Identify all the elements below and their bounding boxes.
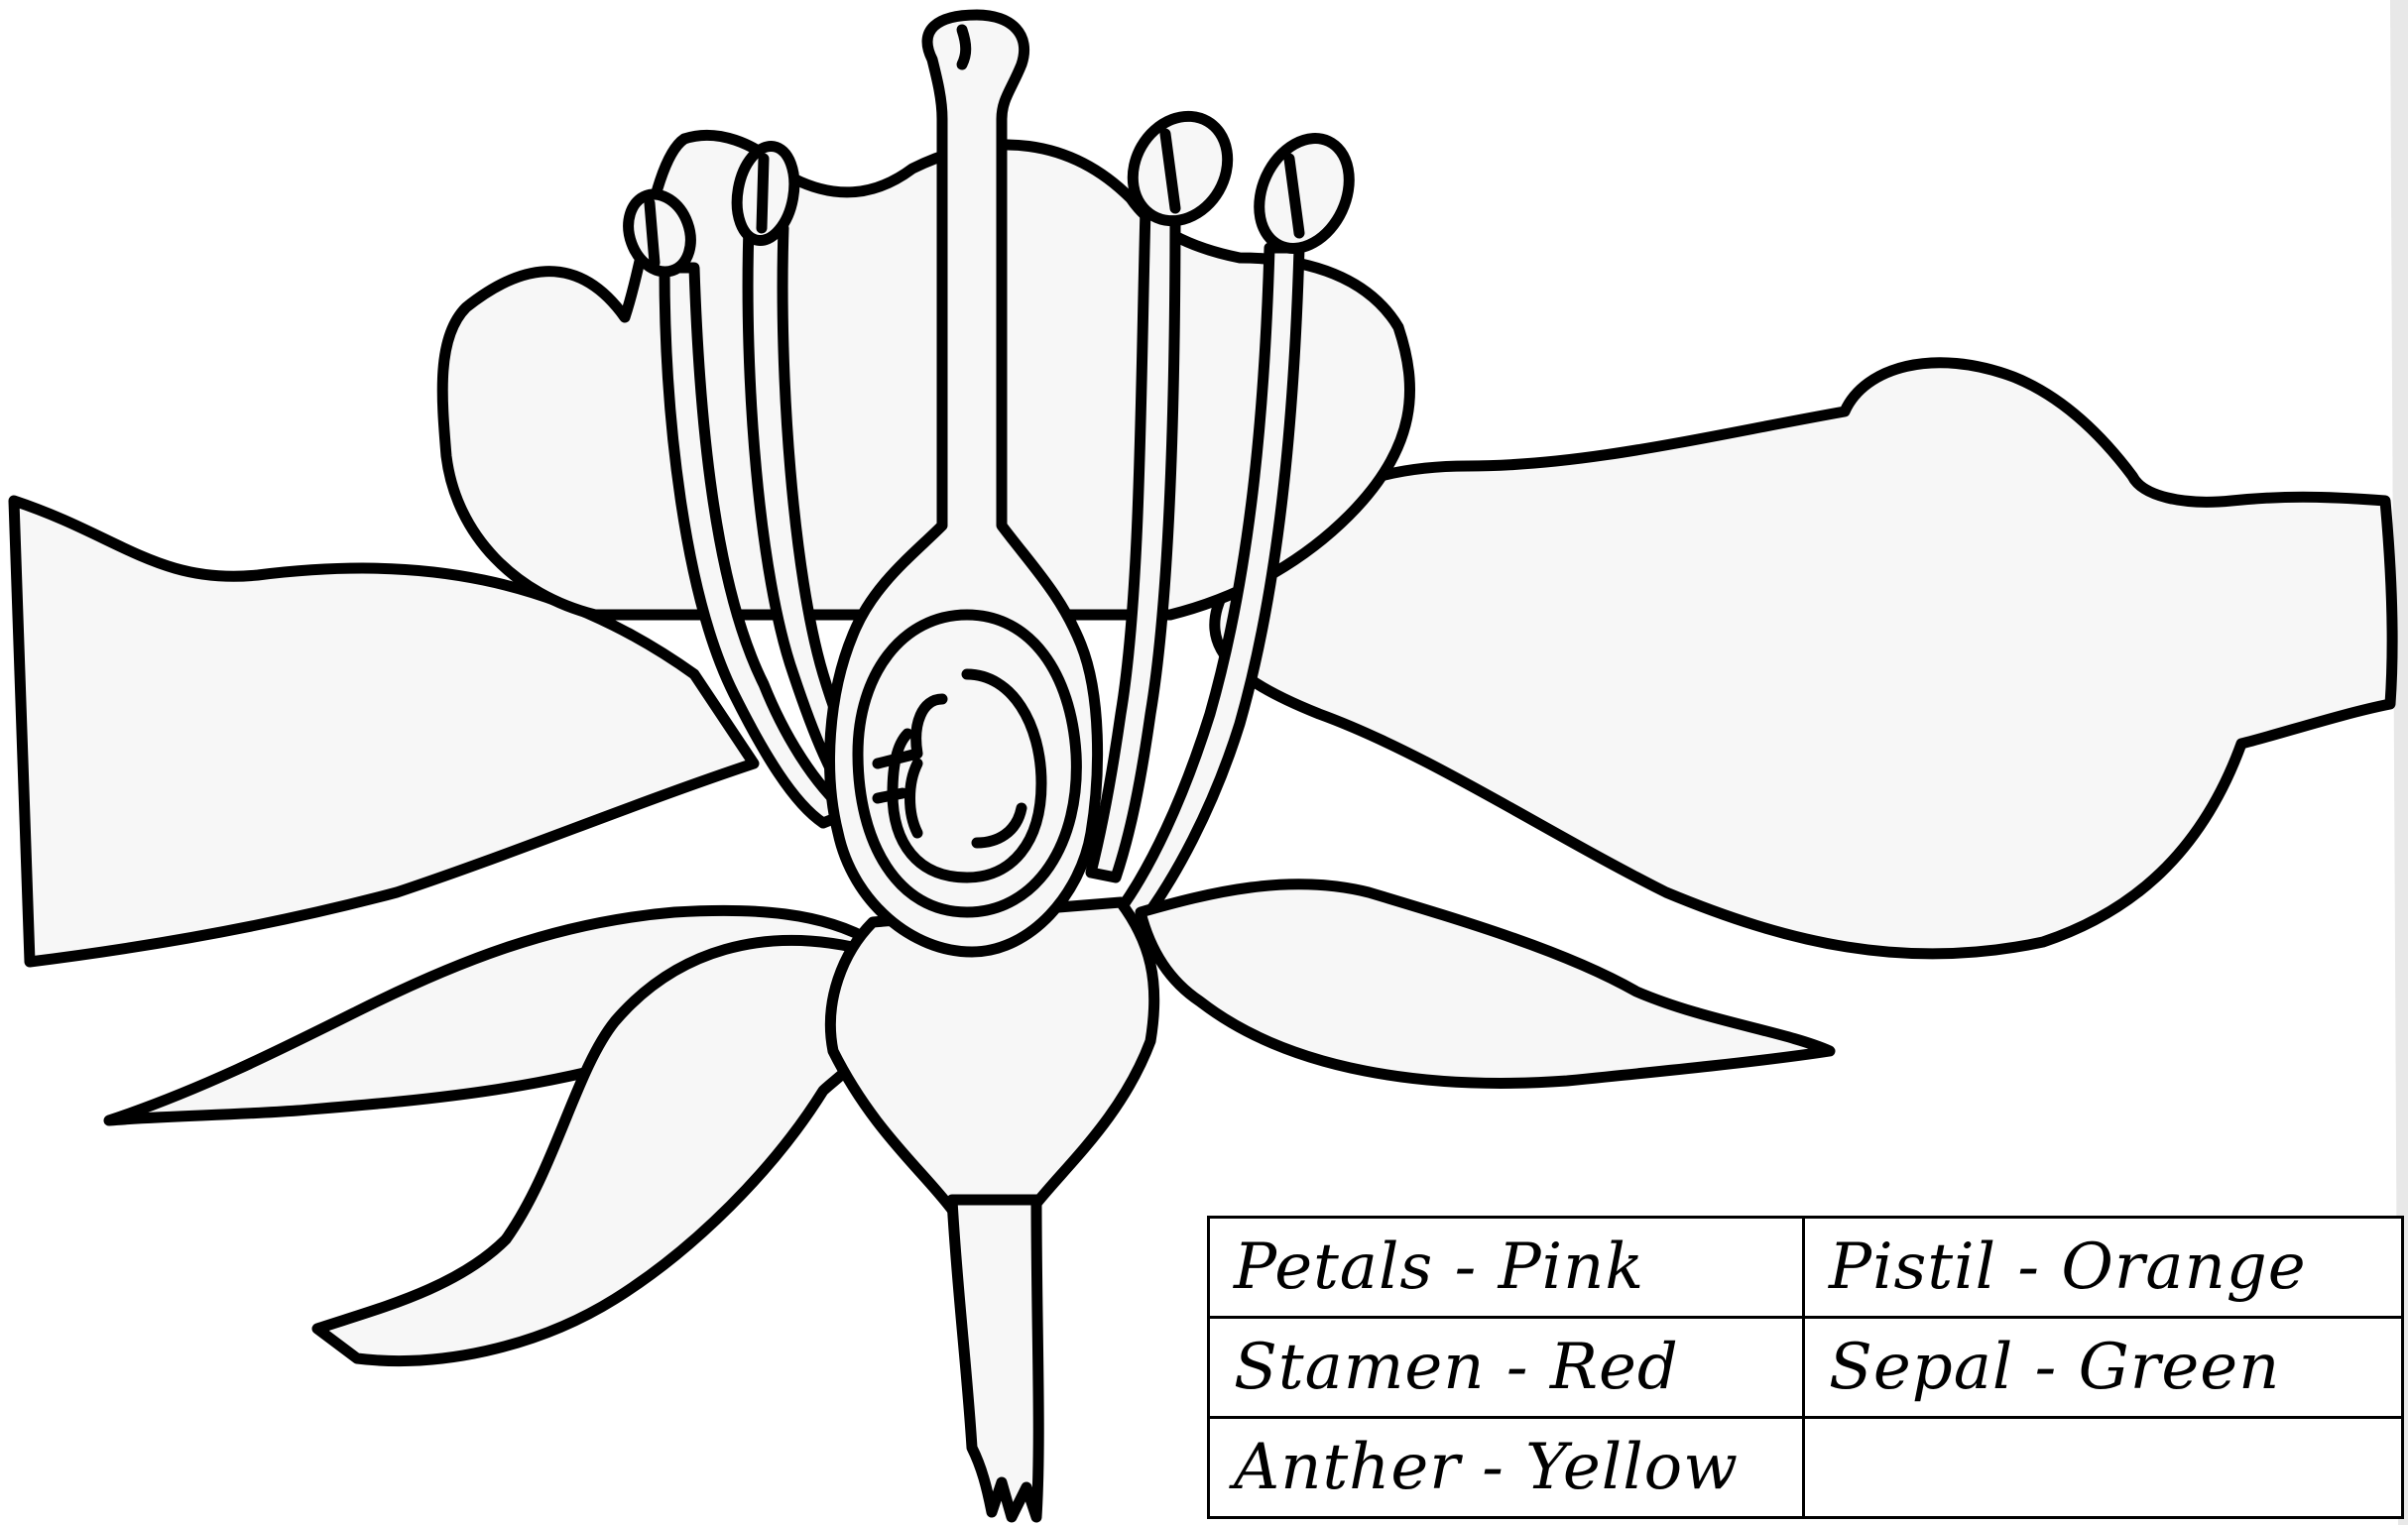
stem: [952, 1200, 1038, 1517]
key-cell: Sepal - Green: [1804, 1318, 2403, 1418]
table-row: Anther - Yellow: [1209, 1418, 2403, 1518]
key-cell-empty: [1804, 1418, 2403, 1518]
key-cell: Petals - Pink: [1209, 1218, 1804, 1318]
ovule-line: [878, 793, 903, 798]
key-cell: Anther - Yellow: [1209, 1418, 1804, 1518]
key-cell: Pistil - Orange: [1804, 1218, 2403, 1318]
color-key-table: Petals - Pink Pistil - Orange Stamen - R…: [1207, 1216, 2404, 1519]
key-cell: Stamen - Red: [1209, 1318, 1804, 1418]
table-row: Stamen - Red Sepal - Green: [1209, 1318, 2403, 1418]
anther-right-outer: [1242, 124, 1366, 264]
table-row: Petals - Pink Pistil - Orange: [1209, 1218, 2403, 1318]
stigma-tip: [962, 30, 966, 64]
